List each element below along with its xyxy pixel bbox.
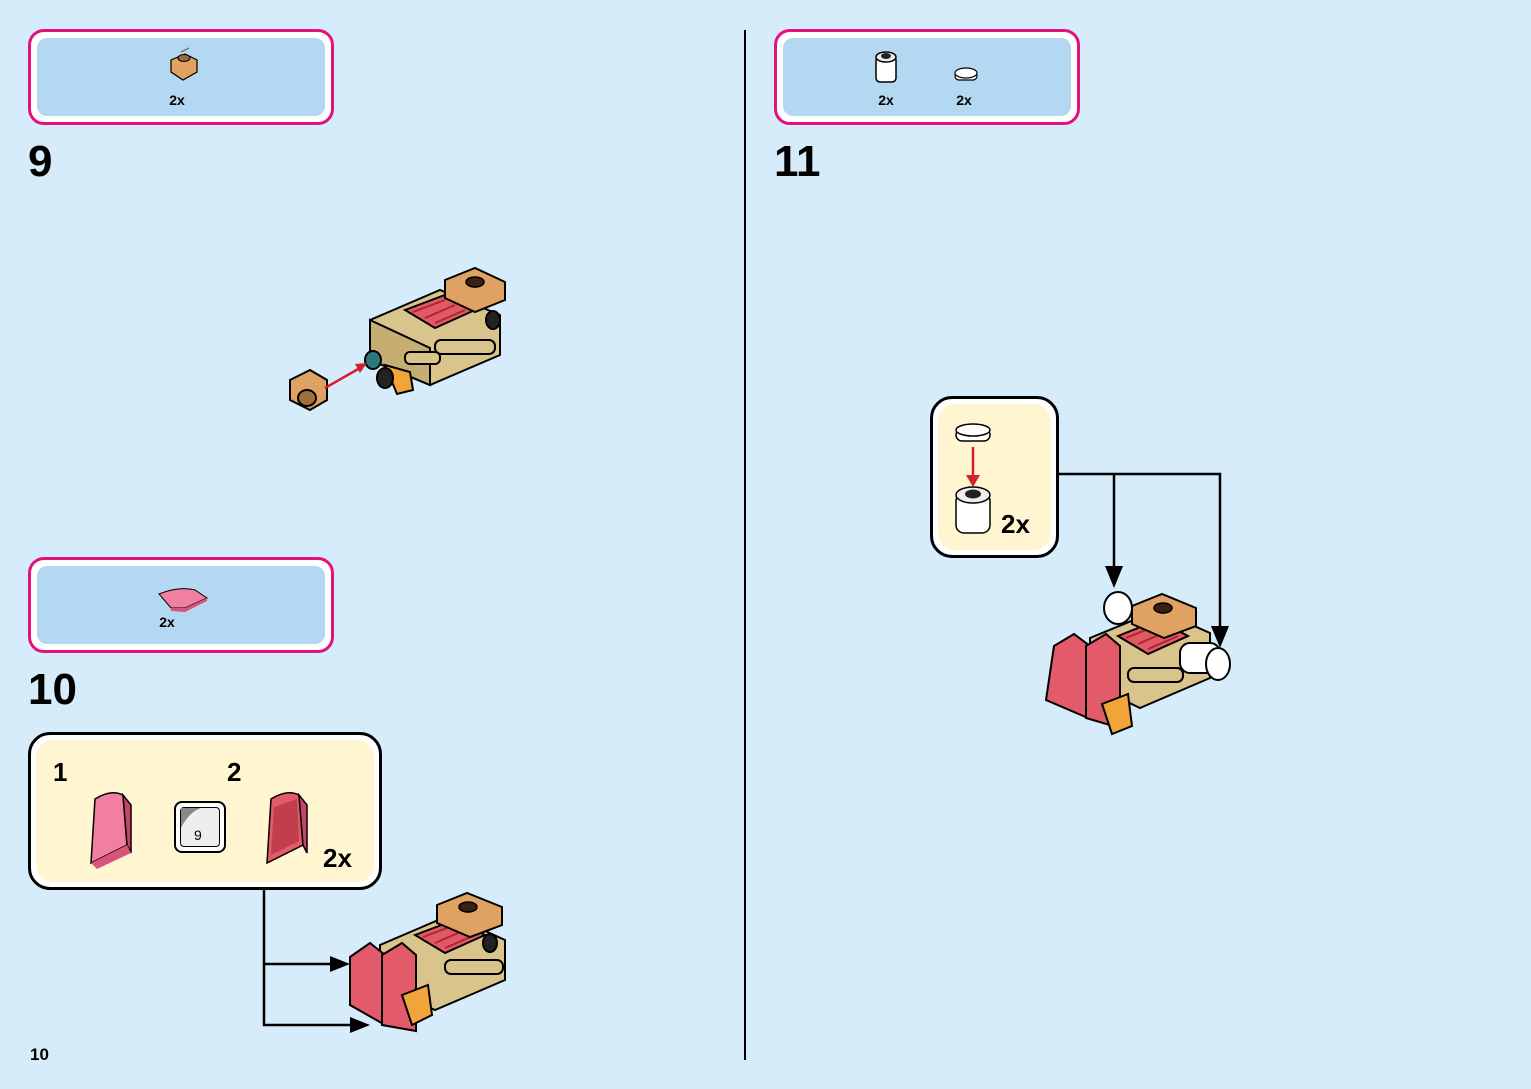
step-11-parts-box: 2x 2x (774, 29, 1080, 125)
step-number-11: 11 (774, 137, 821, 186)
part-quantity: 2x (159, 614, 175, 630)
step-10-parts-box: 2x (28, 557, 334, 653)
parts-box-fill (783, 38, 1071, 116)
sub-step-2: 2 (227, 757, 242, 787)
step-number-9: 9 (28, 137, 53, 186)
pink-curved-slope-icon (158, 588, 209, 612)
subassembly-quantity: 2x (1001, 509, 1030, 539)
part-quantity: 2x (878, 92, 894, 108)
page-divider (744, 30, 746, 1060)
subassembly-quantity: 2x (323, 843, 352, 873)
page-number: 10 (30, 1045, 49, 1064)
step-11-subassembly-box: 2x (930, 396, 1059, 558)
step-10-subassembly-box: 1 2 9 2x (28, 732, 382, 890)
white-round-brick-icon (875, 51, 897, 83)
step-number-10: 10 (28, 665, 77, 714)
red-down-arrow (966, 447, 980, 487)
pink-curved-slope-icon (90, 792, 132, 869)
step-9-parts-box: 2x (28, 29, 334, 125)
white-round-brick-icon (955, 486, 991, 534)
step-10-model-illustration (349, 891, 506, 1033)
sticker-sheet-reference: 9 (174, 801, 226, 853)
part-quantity: 2x (169, 92, 185, 108)
white-round-tile-icon (954, 67, 978, 81)
sub-step-1: 1 (53, 757, 68, 787)
white-round-tile-icon (955, 423, 991, 442)
pink-slope-with-sticker-icon (266, 792, 308, 865)
tan-round-plate-icon (170, 47, 198, 81)
sticker-ref-number: 9 (194, 827, 202, 843)
page-curl-icon (181, 808, 201, 828)
part-quantity: 2x (956, 92, 972, 108)
step-9-model-illustration (289, 266, 506, 412)
step-11-model-illustration (1044, 591, 1231, 736)
